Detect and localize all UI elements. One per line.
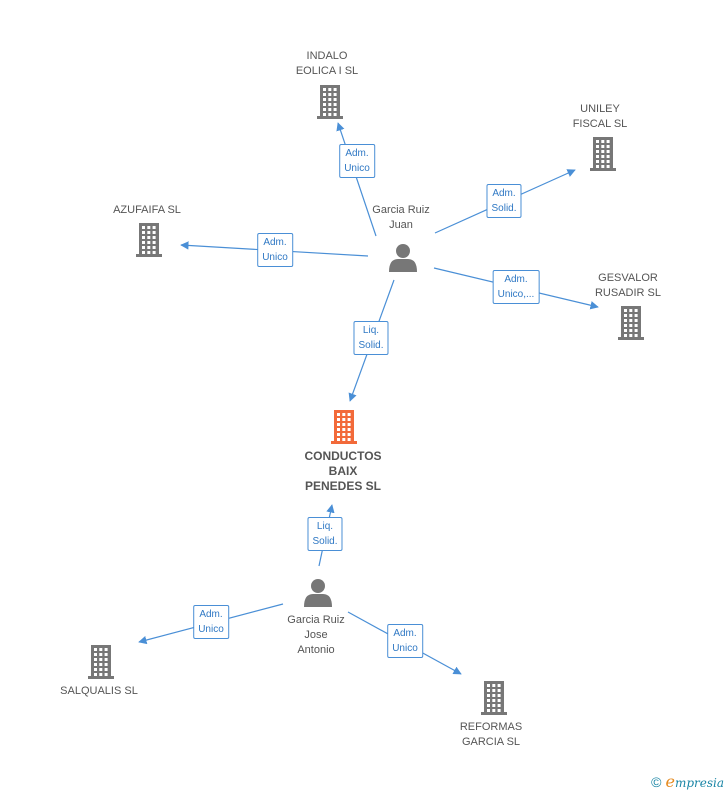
node-label-line: Juan — [389, 219, 413, 231]
edge-label-p2-salqualis[interactable]: Adm. Unico — [193, 605, 229, 639]
node-label-line: Garcia Ruiz — [372, 204, 430, 216]
edge-label-line: Liq. — [316, 521, 334, 532]
node-label-line: FISCAL SL — [572, 118, 628, 130]
node-label-reformas[interactable]: REFORMAS GARCIA SL — [460, 720, 522, 750]
edge-label-line: Unico,... — [497, 289, 535, 300]
company-building-icon — [618, 306, 644, 340]
company-building-icon — [590, 137, 616, 171]
node-label-line: AZUFAIFA SL — [113, 204, 181, 216]
node-label-line: GESVALOR — [598, 272, 658, 284]
node-label-line: REFORMAS — [459, 721, 523, 733]
node-label-azufaifa[interactable]: AZUFAIFA SL — [113, 203, 181, 218]
brand-logo: empresia — [665, 772, 724, 791]
node-label-line: Jose — [304, 629, 328, 641]
edge-label-line: Unico — [262, 252, 288, 263]
edge-label-line: Solid. — [491, 203, 517, 214]
node-label-line: Antonio — [297, 644, 335, 656]
node-label-line: UNILEY — [580, 103, 620, 115]
company-building-icon — [136, 223, 162, 257]
node-label-line: Garcia Ruiz — [287, 614, 345, 626]
edge-label-line: Unico — [344, 163, 370, 174]
node-label-line: SALQUALIS SL — [60, 685, 138, 697]
node-label-line: PENEDES SL — [304, 479, 382, 493]
edge-label-line: Adm. — [199, 609, 223, 620]
node-label-line: BAIX — [328, 464, 358, 478]
edge-label-line: Liq. — [362, 325, 380, 336]
edge-label-p2-reformas[interactable]: Adm. Unico — [387, 624, 423, 658]
edge-p1-indalo — [336, 122, 377, 237]
person-icon — [304, 579, 332, 607]
edge-label-p1-uniley[interactable]: Adm. Solid. — [486, 184, 522, 218]
node-label-line: GARCIA SL — [461, 736, 521, 748]
node-label-line: EOLICA I SL — [295, 65, 359, 77]
edge-label-line: Adm. — [393, 628, 417, 639]
edge-label-line: Unico — [392, 643, 418, 654]
main-company-building-icon — [331, 410, 357, 444]
node-label-indalo[interactable]: INDALO EOLICA I SL — [296, 49, 358, 79]
node-label-line: CONDUCTOS — [304, 449, 382, 463]
person-icon — [389, 244, 417, 272]
company-building-icon — [481, 681, 507, 715]
copyright-symbol: © — [651, 774, 662, 790]
edge-label-p2-main[interactable]: Liq. Solid. — [307, 517, 343, 551]
edge-label-p1-indalo[interactable]: Adm. Unico — [339, 144, 375, 178]
edge-label-line: Solid. — [358, 340, 384, 351]
edge-label-line: Adm. — [492, 188, 516, 199]
node-label-line: RUSADIR SL — [594, 287, 662, 299]
edge-label-p1-main[interactable]: Liq. Solid. — [353, 321, 389, 355]
edge-label-line: Adm. — [263, 237, 287, 248]
node-label-line: INDALO — [306, 50, 348, 62]
company-building-icon — [317, 85, 343, 119]
node-label-salqualis[interactable]: SALQUALIS SL — [60, 684, 138, 699]
edge-label-line: Adm. — [504, 274, 528, 285]
edge-label-p1-azufaifa[interactable]: Adm. Unico — [257, 233, 293, 267]
copyright-notice: ©empresia — [651, 772, 724, 791]
edge-label-line: Solid. — [312, 536, 338, 547]
edge-label-line: Adm. — [345, 148, 369, 159]
company-building-icon — [88, 645, 114, 679]
edge-label-line: Unico — [198, 624, 224, 635]
node-label-uniley[interactable]: UNILEY FISCAL SL — [573, 102, 628, 132]
edge-label-p1-gesvalor[interactable]: Adm. Unico,... — [492, 270, 540, 304]
node-label-gesvalor[interactable]: GESVALOR RUSADIR SL — [595, 271, 661, 301]
